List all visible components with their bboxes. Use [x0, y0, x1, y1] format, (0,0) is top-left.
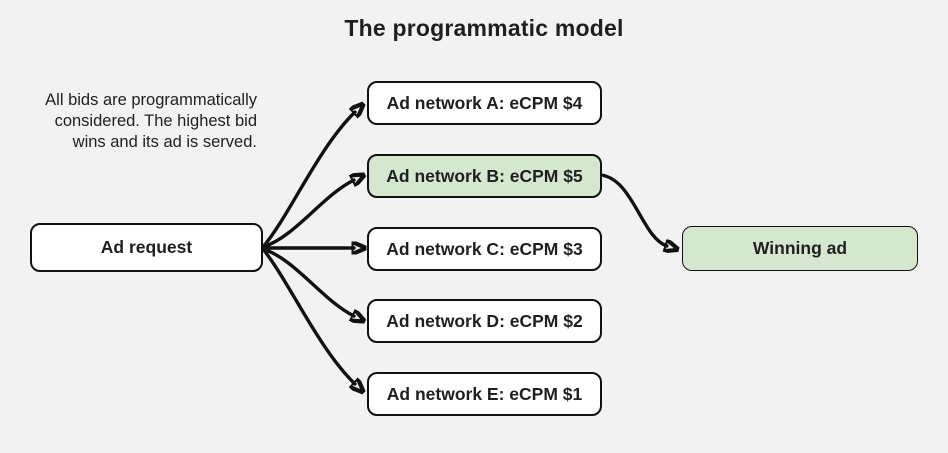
arrow-network-b-to-winning-ad — [599, 173, 667, 246]
arrow-request-to-network-b — [261, 180, 354, 249]
node-ad-network-e: Ad network E: eCPM $1 — [367, 372, 602, 416]
description-line-2: considered. The highest bid — [54, 112, 257, 130]
arrow-request-to-network-d — [261, 247, 354, 316]
node-ad-network-e-label: Ad network E: eCPM $1 — [386, 383, 583, 404]
node-ad-network-b-label: Ad network B: eCPM $5 — [386, 165, 583, 186]
node-ad-network-c-label: Ad network C: eCPM $3 — [386, 238, 583, 259]
node-ad-request-label: Ad request — [100, 237, 193, 257]
node-ad-network-c: Ad network C: eCPM $3 — [367, 227, 602, 271]
node-ad-network-d-label: Ad network D: eCPM $2 — [386, 310, 583, 331]
arrow-request-to-network-e — [261, 247, 355, 384]
node-ad-network-a-label: Ad network A: eCPM $4 — [386, 92, 583, 113]
node-ad-network-d: Ad network D: eCPM $2 — [367, 299, 602, 343]
node-ad-request: Ad request — [30, 223, 263, 272]
node-winning-ad-label: Winning ad — [752, 238, 848, 258]
description-line-1: All bids are programmatically — [45, 91, 257, 109]
description-line-3: wins and its ad is served. — [72, 133, 257, 151]
arrow-request-to-network-a — [261, 112, 355, 249]
node-ad-network-a: Ad network A: eCPM $4 — [367, 81, 602, 125]
description-text: All bids are programmatically considered… — [45, 90, 257, 153]
node-winning-ad: Winning ad — [682, 226, 918, 271]
node-ad-network-b: Ad network B: eCPM $5 — [367, 154, 602, 198]
diagram-title: The programmatic model — [344, 15, 624, 41]
